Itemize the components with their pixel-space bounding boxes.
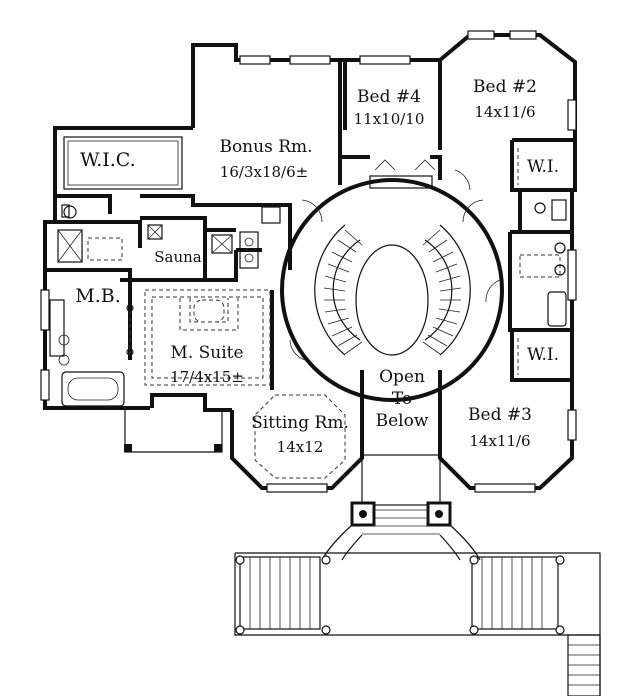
room-label-bonus: Bonus Rm. — [219, 137, 312, 157]
room-label-msuite: M. Suite — [170, 343, 243, 363]
label-open-2: To — [392, 389, 412, 409]
room-label-mb: M.B. — [75, 285, 121, 307]
label-open-1: Open — [379, 367, 425, 387]
room-label-wi-bottom: W.I. — [527, 345, 559, 365]
room-labels: W.I.C. Bonus Rm. 16/3x18/6± Bed #4 11x10… — [75, 77, 559, 456]
room-size-bonus: 16/3x18/6± — [220, 163, 308, 181]
room-label-wic: W.I.C. — [80, 149, 136, 171]
right-stair-treads — [422, 229, 462, 355]
room-size-sitting: 14x12 — [277, 438, 324, 456]
room-size-bed2: 14x11/6 — [474, 103, 535, 121]
room-size-bed3: 14x11/6 — [469, 432, 530, 450]
room-label-wi-top: W.I. — [527, 157, 559, 177]
room-label-bed3: Bed #3 — [468, 405, 532, 425]
room-label-sauna: Sauna — [154, 248, 202, 266]
label-open-3: Below — [376, 411, 429, 431]
room-label-bed2: Bed #2 — [473, 77, 537, 97]
room-size-msuite: 17/4x15± — [170, 368, 244, 386]
left-stair-treads — [323, 229, 363, 355]
front-entry — [321, 454, 481, 561]
room-label-bed4: Bed #4 — [357, 87, 421, 107]
stair-hall — [280, 169, 504, 402]
fixtures — [49, 148, 567, 479]
windows — [40, 30, 577, 493]
room-label-sitting: Sitting Rm. — [251, 413, 349, 433]
lower-deck — [234, 552, 601, 696]
room-size-bed4: 11x10/10 — [354, 110, 425, 128]
